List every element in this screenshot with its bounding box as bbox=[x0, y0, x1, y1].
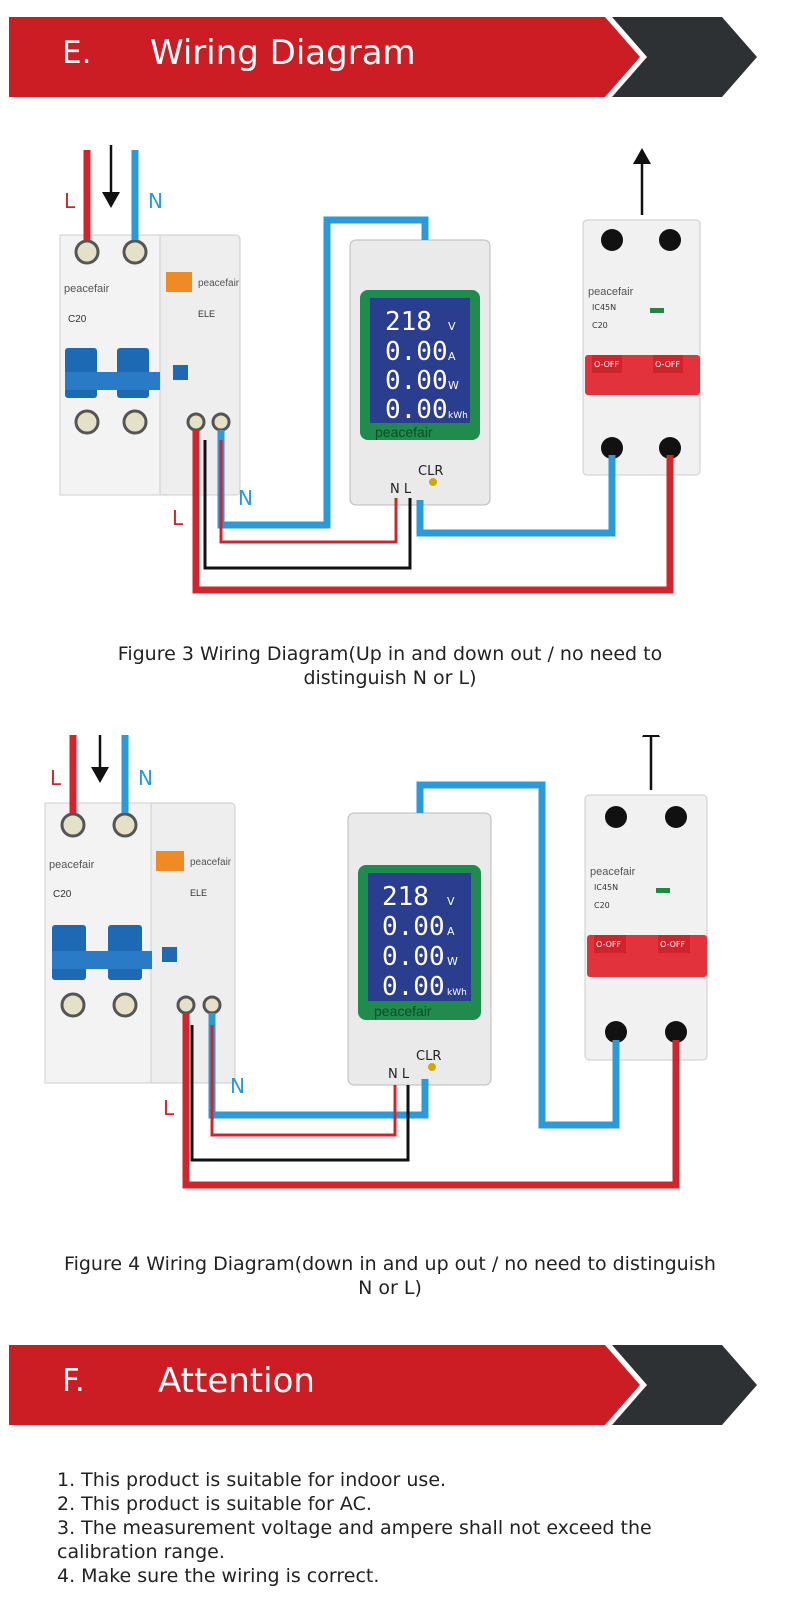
section-letter: E. bbox=[62, 35, 92, 71]
rcbo-breaker: peacefair C20 peacefair ELE bbox=[59, 234, 241, 496]
svg-text:0.00: 0.00 bbox=[385, 366, 448, 396]
section-f-banner: F. Attention bbox=[0, 1345, 800, 1425]
svg-text:peacefair: peacefair bbox=[375, 424, 433, 440]
attention-item: 1. This product is suitable for indoor u… bbox=[57, 1469, 447, 1491]
svg-text:CLR: CLR bbox=[416, 1049, 441, 1064]
svg-text:N: N bbox=[238, 486, 253, 510]
attention-item: calibration range. bbox=[57, 1541, 225, 1563]
svg-text:O-OFF: O-OFF bbox=[596, 940, 622, 949]
svg-text:W: W bbox=[448, 379, 459, 392]
svg-text:0.00: 0.00 bbox=[382, 972, 445, 1002]
svg-text:0.00: 0.00 bbox=[385, 337, 448, 367]
svg-text:O-OFF: O-OFF bbox=[660, 940, 686, 949]
svg-text:CLR: CLR bbox=[418, 464, 443, 479]
svg-text:W: W bbox=[447, 955, 458, 968]
svg-text:peacefair: peacefair bbox=[590, 866, 636, 878]
svg-text:L: L bbox=[64, 189, 76, 213]
rcbo-breaker: peacefair C20 peacefair ELE bbox=[44, 802, 236, 1084]
svg-text:V: V bbox=[447, 895, 455, 908]
svg-text:kWh: kWh bbox=[448, 411, 468, 421]
figure-3-caption: Figure 3 Wiring Diagram(Up in and down o… bbox=[40, 642, 740, 690]
svg-text:N L: N L bbox=[390, 482, 412, 497]
svg-text:218: 218 bbox=[385, 307, 432, 337]
svg-text:C20: C20 bbox=[68, 314, 87, 325]
caption-line: N or L) bbox=[358, 1277, 422, 1299]
banner-shape bbox=[9, 17, 757, 97]
wiring-diagram-3: peacefair C20 peacefair ELE L N 218 0 bbox=[59, 145, 701, 594]
svg-text:A: A bbox=[448, 350, 456, 363]
svg-text:O-OFF: O-OFF bbox=[655, 360, 681, 369]
svg-text:peacefair: peacefair bbox=[49, 859, 95, 871]
svg-text:A: A bbox=[447, 925, 455, 938]
svg-text:N L: N L bbox=[388, 1067, 410, 1082]
caption-line: Figure 3 Wiring Diagram(Up in and down o… bbox=[117, 643, 663, 665]
svg-text:kWh: kWh bbox=[447, 988, 467, 998]
caption-line: distinguish N or L) bbox=[303, 667, 477, 689]
svg-text:N: N bbox=[230, 1074, 245, 1098]
svg-text:peacefair: peacefair bbox=[374, 1003, 432, 1019]
svg-text:0.00: 0.00 bbox=[382, 912, 445, 942]
svg-text:IC45N: IC45N bbox=[592, 303, 616, 312]
svg-text:N: N bbox=[138, 766, 153, 790]
svg-text:L: L bbox=[50, 766, 62, 790]
svg-text:L: L bbox=[163, 1096, 175, 1120]
attention-item: 2. This product is suitable for AC. bbox=[57, 1493, 372, 1515]
svg-text:L: L bbox=[172, 506, 184, 530]
svg-text:peacefair: peacefair bbox=[64, 283, 110, 295]
attention-item: 4. Make sure the wiring is correct. bbox=[57, 1565, 380, 1587]
attention-item: 3. The measurement voltage and ampere sh… bbox=[57, 1517, 652, 1539]
power-meter: 218 0.00 0.00 0.00 V A W kWh peacefair C… bbox=[349, 239, 491, 506]
svg-text:peacefair: peacefair bbox=[190, 857, 232, 868]
attention-list: 1. This product is suitable for indoor u… bbox=[57, 1468, 757, 1588]
svg-text:O-OFF: O-OFF bbox=[594, 360, 620, 369]
section-letter: F. bbox=[62, 1363, 85, 1399]
svg-text:peacefair: peacefair bbox=[198, 278, 240, 289]
svg-text:peacefair: peacefair bbox=[588, 286, 634, 298]
figure-4: peacefair C20 peacefair ELE L N 218 0.00 bbox=[0, 715, 800, 1225]
figure-4-caption: Figure 4 Wiring Diagram(down in and up o… bbox=[40, 1252, 740, 1300]
svg-text:0.00: 0.00 bbox=[385, 395, 448, 425]
svg-text:N: N bbox=[148, 189, 163, 213]
section-title: Attention bbox=[158, 1361, 315, 1401]
section-e-banner: E. Wiring Diagram bbox=[0, 17, 800, 97]
svg-text:C20: C20 bbox=[592, 321, 608, 330]
svg-text:0.00: 0.00 bbox=[382, 942, 445, 972]
svg-text:C20: C20 bbox=[53, 889, 72, 900]
svg-text:C20: C20 bbox=[594, 901, 610, 910]
svg-text:IC45N: IC45N bbox=[594, 883, 618, 892]
figure-3: peacefair C20 peacefair ELE L N 218 0 bbox=[0, 140, 800, 620]
wiring-diagram-4: peacefair C20 peacefair ELE L N 218 0.00 bbox=[44, 715, 708, 1189]
svg-text:ELE: ELE bbox=[190, 888, 207, 898]
banner-shape bbox=[9, 1345, 757, 1425]
section-title: Wiring Diagram bbox=[150, 33, 416, 73]
svg-text:ELE: ELE bbox=[198, 309, 215, 319]
caption-line: Figure 4 Wiring Diagram(down in and up o… bbox=[64, 1253, 716, 1275]
mcb-breaker: peacefair IC45N C20 O-OFF O-OFF bbox=[584, 794, 708, 1061]
power-meter: 218 0.00 0.00 0.00 V A W kWh peacefair C… bbox=[347, 812, 492, 1086]
mcb-breaker: peacefair IC45N C20 O-OFF O-OFF bbox=[582, 219, 701, 476]
svg-text:218: 218 bbox=[382, 882, 429, 912]
svg-text:V: V bbox=[448, 320, 456, 333]
